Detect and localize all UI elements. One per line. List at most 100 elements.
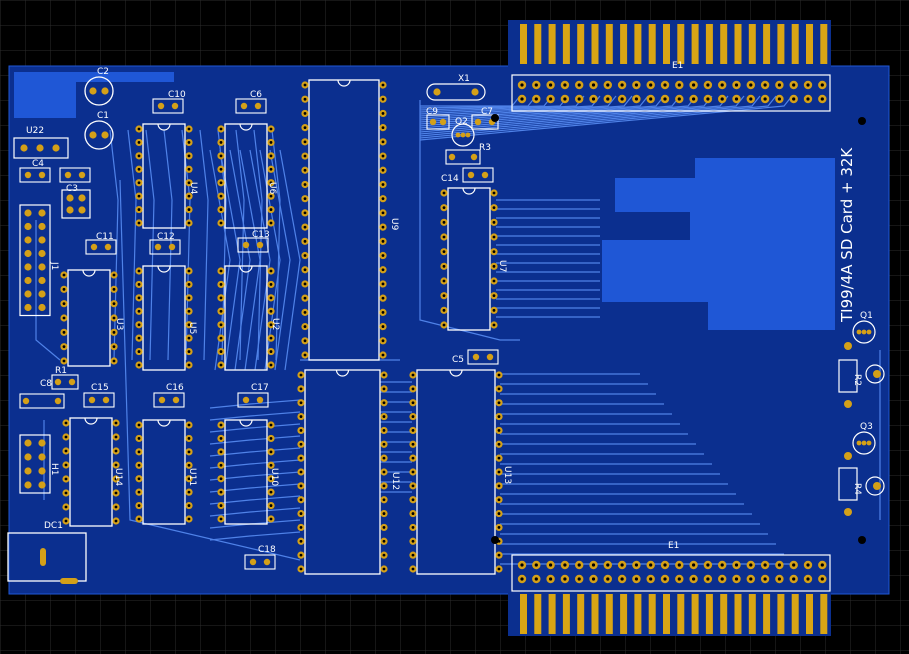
drill-hole: [591, 97, 596, 101]
drill-hole: [634, 97, 639, 101]
drill-hole: [549, 83, 553, 87]
drill-hole: [411, 498, 415, 502]
edge-finger: [577, 594, 585, 634]
drill-hole: [137, 363, 141, 367]
chip-notch: [157, 419, 171, 427]
drill-hole: [606, 83, 610, 87]
trace: [163, 129, 173, 361]
drill-hole: [442, 206, 446, 210]
drill-hole: [137, 181, 141, 185]
drill-hole: [749, 83, 753, 87]
drill-hole: [520, 97, 524, 101]
drill-hole: [777, 97, 782, 101]
edge-finger: [777, 24, 785, 64]
transistor-pad: [861, 329, 867, 335]
capacitor-pad: [38, 171, 46, 179]
label-u10: U10: [269, 468, 279, 486]
drill-hole: [777, 563, 782, 567]
edge-finger: [734, 24, 742, 64]
capacitor-pad: [90, 243, 98, 251]
capacitor-pad: [256, 396, 264, 404]
trace: [419, 95, 761, 137]
edge-finger: [620, 594, 628, 634]
drill-hole: [219, 154, 223, 158]
header-pin: [24, 481, 32, 489]
drill-hole: [549, 577, 553, 581]
header-pin: [78, 206, 86, 214]
label-c14: C14: [441, 174, 459, 184]
label-q1: Q1: [860, 311, 873, 321]
drill-hole: [137, 127, 141, 131]
drill-hole: [382, 442, 386, 446]
trace: [235, 129, 245, 361]
drill-hole: [792, 83, 796, 87]
drill-hole: [187, 221, 191, 225]
drill-hole: [734, 563, 739, 567]
label-c18: C18: [258, 545, 276, 555]
capacitor-outline: [153, 392, 185, 408]
drill-hole: [299, 539, 303, 543]
resistor-r2: [838, 359, 858, 393]
drill-hole: [219, 477, 223, 481]
drill-hole: [749, 563, 753, 567]
edge-finger: [691, 594, 699, 634]
capacitor-pad: [171, 102, 179, 110]
drill-hole: [777, 577, 782, 581]
dc-jack-pad: [40, 548, 46, 566]
label-u9: U9: [389, 218, 399, 231]
capacitor-pad: [104, 243, 112, 251]
drill-hole: [381, 282, 385, 286]
drill-hole: [187, 283, 191, 286]
drill-hole: [219, 450, 223, 454]
label-r2: R2: [852, 374, 862, 386]
edge-finger: [634, 594, 642, 634]
drill-hole: [303, 154, 307, 158]
two-pin-outline: [426, 114, 450, 130]
drill-hole: [303, 325, 307, 328]
drill-hole: [219, 221, 223, 225]
resistor-pad: [844, 342, 852, 350]
edge-finger: [705, 24, 713, 64]
cap-pad: [101, 131, 109, 139]
drill-hole: [497, 553, 501, 557]
drill-hole: [187, 450, 191, 454]
two-pin-outline: [471, 114, 499, 130]
edge-finger: [520, 594, 527, 634]
label-c15: C15: [91, 383, 109, 393]
drill-hole: [382, 553, 386, 557]
dc-jack-pad: [60, 578, 78, 584]
header-pin: [66, 194, 74, 202]
edge-finger: [648, 24, 656, 64]
capacitor-outline: [237, 392, 269, 408]
drill-hole: [381, 268, 385, 272]
two-pin-pad: [68, 378, 76, 386]
chip-outline: [224, 123, 268, 229]
drill-hole: [634, 563, 639, 567]
drill-hole: [303, 197, 307, 201]
label-r3: R3: [479, 143, 491, 153]
drill-hole: [64, 505, 68, 509]
drill-hole: [187, 437, 191, 440]
drill-hole: [187, 269, 191, 273]
trace: [209, 507, 301, 517]
drill-hole: [303, 282, 307, 286]
drill-hole: [137, 154, 141, 158]
drill-hole: [520, 563, 524, 567]
drill-hole: [411, 470, 415, 474]
chip-outline: [224, 419, 268, 525]
drill-hole: [497, 512, 501, 515]
drill-hole: [219, 141, 223, 144]
drill-hole: [763, 577, 767, 581]
drill-hole: [634, 577, 639, 581]
copper-pour: [14, 72, 835, 330]
edge-finger: [791, 24, 799, 64]
drill-hole: [64, 477, 68, 481]
label-r1: R1: [55, 366, 67, 376]
drill-hole: [62, 302, 66, 306]
drill-hole: [269, 437, 273, 440]
drill-hole: [382, 401, 386, 405]
drill-hole: [64, 463, 68, 467]
drill-hole: [706, 83, 710, 87]
drill-hole: [382, 567, 386, 571]
